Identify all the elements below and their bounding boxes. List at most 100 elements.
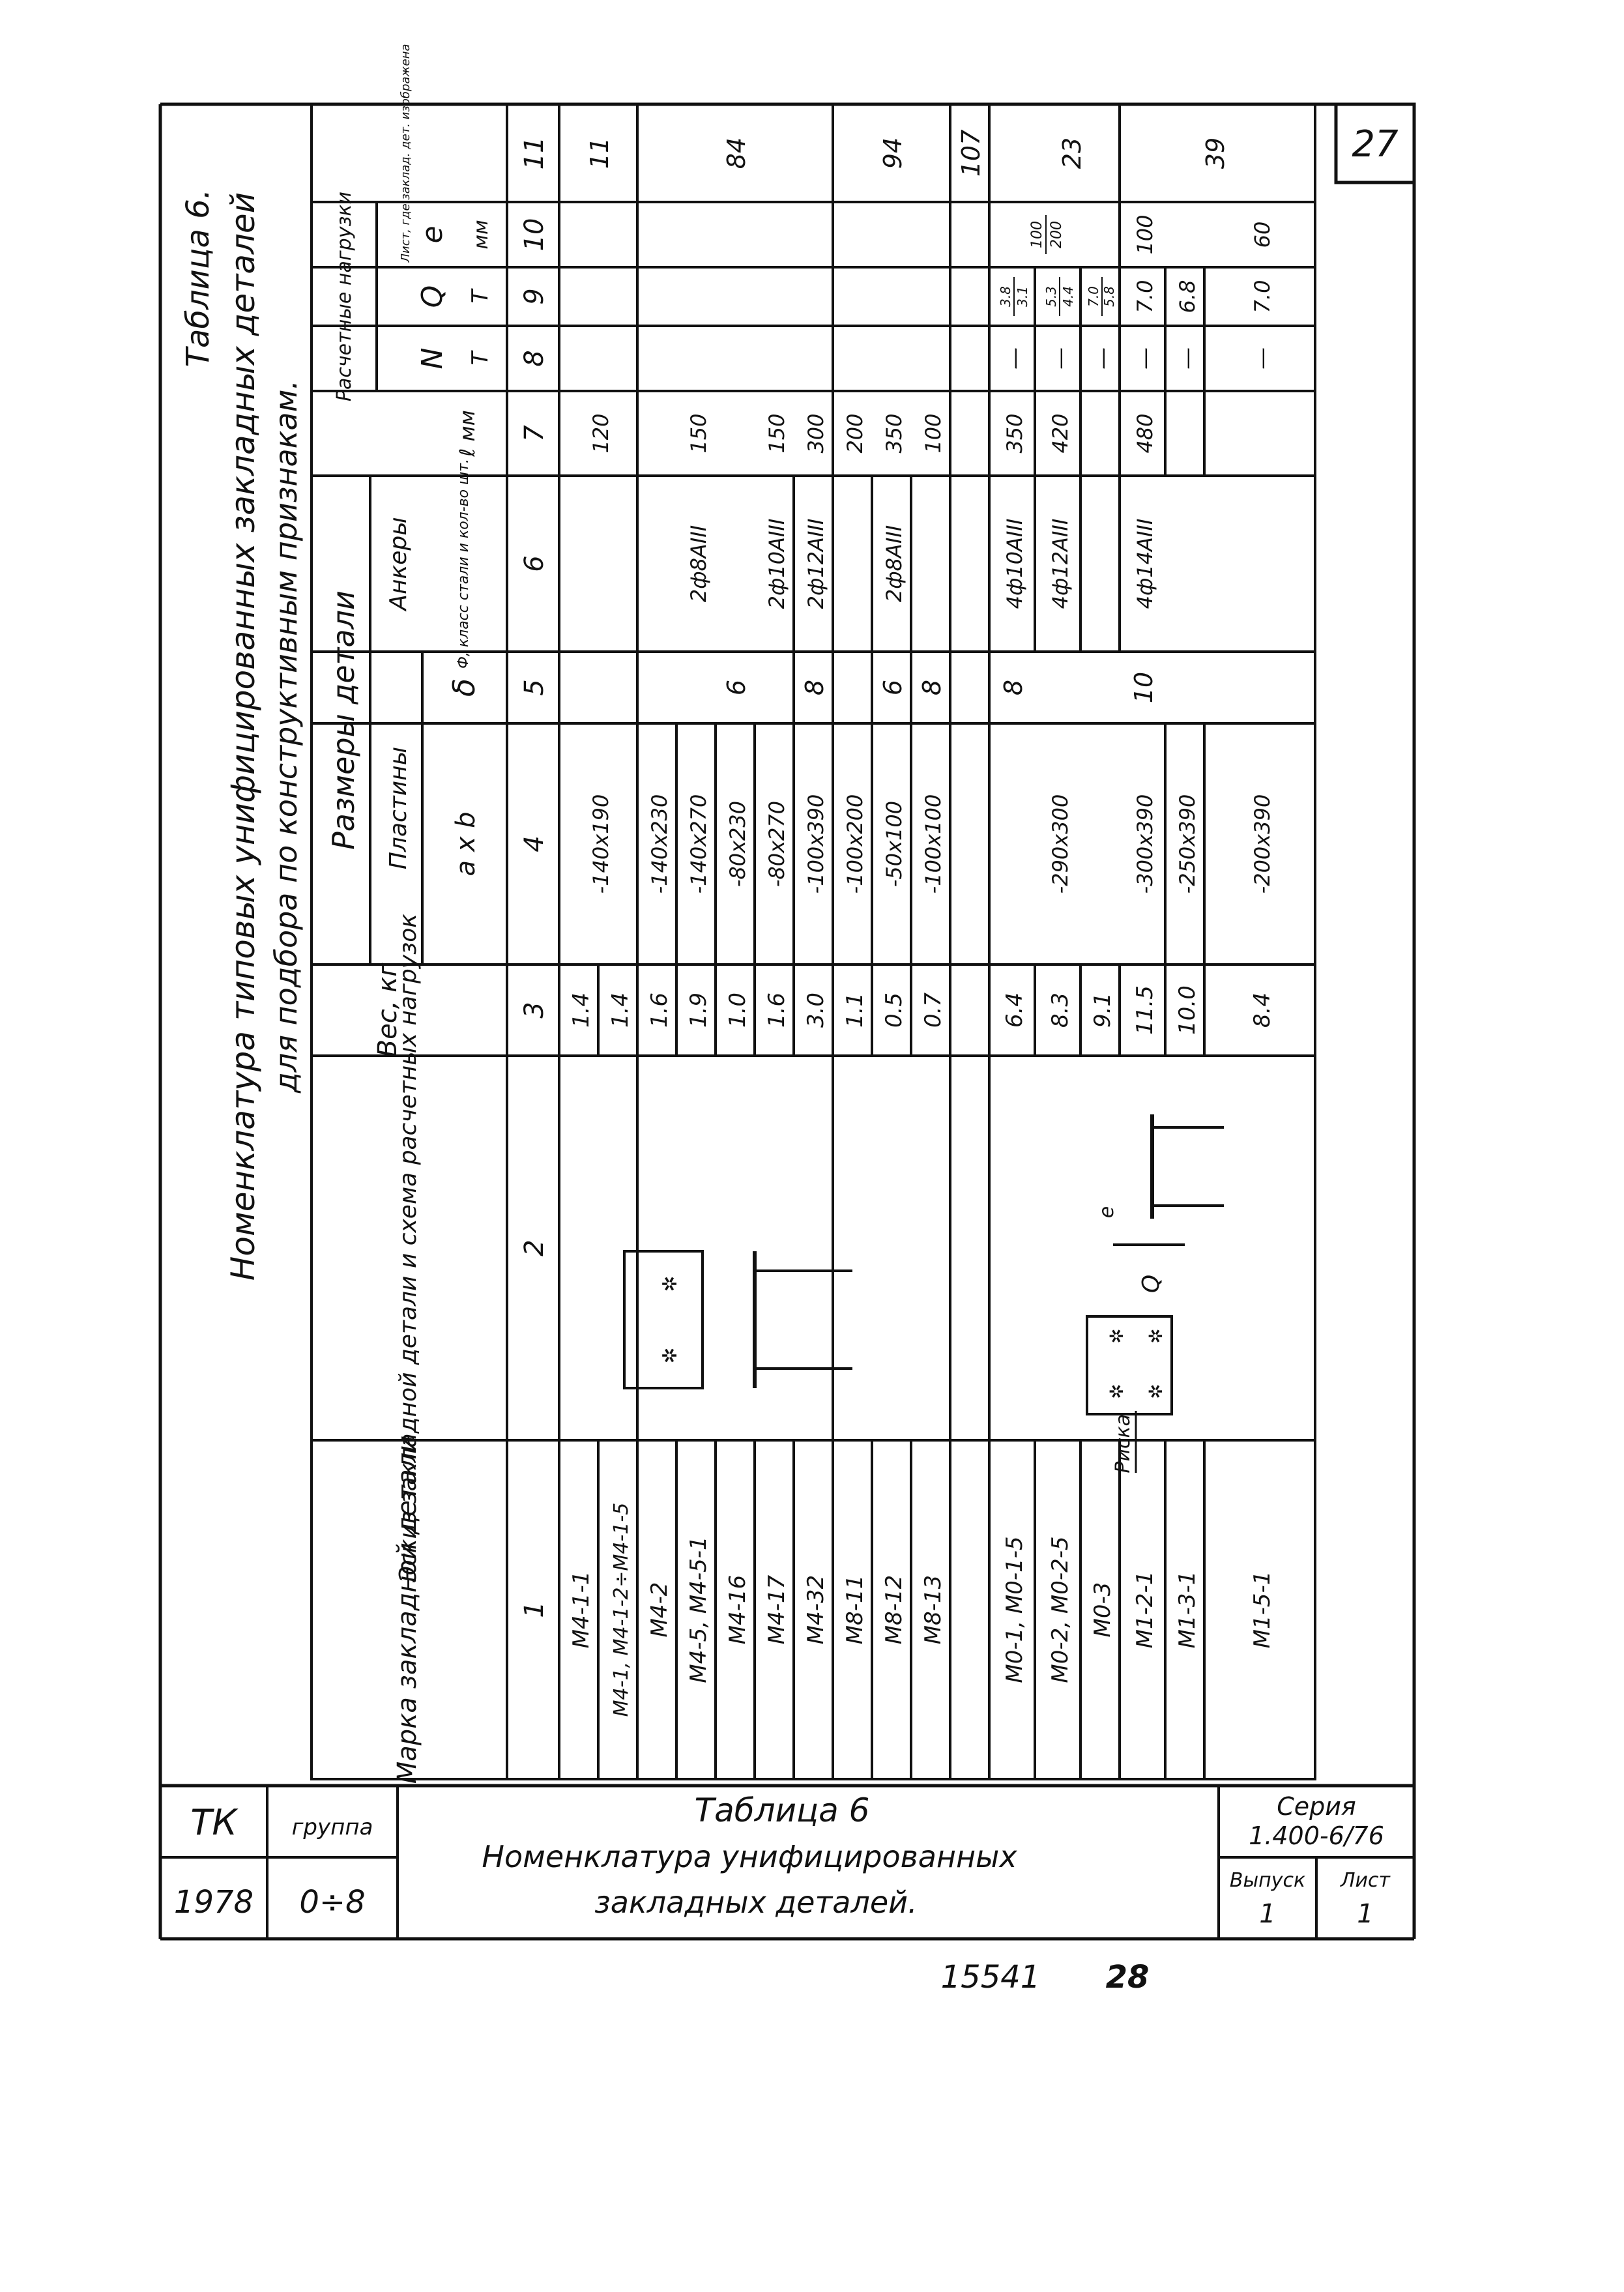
footer-number: 28 [1106,1959,1150,1995]
stud-icon: ✲ [659,1275,682,1292]
plate-4-stud-view [1086,1315,1173,1415]
page-number-box: 27 [1334,102,1416,184]
load-Q-cell: 7.0 [1133,280,1157,313]
load-e-cell: 100 [1029,221,1045,248]
header-loads: Расчетные нагрузки [333,192,356,401]
mark-cell: М0-3 [1090,1582,1116,1638]
col-number: 9 [519,288,549,304]
stud-icon: ✲ [1106,1384,1127,1399]
plate-size-cell: -250x390 [1175,794,1200,894]
anchor-length-cell: 350 [1002,413,1027,453]
weights-column: 1.4 1.4 1.6 1.9 1.0 1.6 3.0 1.1 0.5 0.7 … [568,985,1275,1035]
anchor-length-cell: 120 [588,413,613,453]
stamp-title-line1: Таблица 6 [695,1792,870,1829]
header-plates: Пластины [385,747,412,869]
load-e-cell: 200 [1049,221,1065,248]
weight-cell: 1.1 [842,993,868,1028]
anchor-spec-cell: 2ф12АIII [804,519,828,609]
anchor-spec-cell: 4ф14АIII [1133,519,1157,609]
mark-cell: М4-1-1 [568,1571,594,1649]
anchor-length-cell: 300 [804,413,828,453]
mark-cell: М0-1, М0-1-5 [1002,1536,1028,1683]
load-N-cell: — [1174,347,1200,370]
plate-size-cell: -80x230 [725,801,750,887]
plate-size-cell: -100x200 [843,794,867,894]
table-caption: Таблица 6. [180,189,216,367]
nomenclature-table: Марка закладной детали Эскиз закладной д… [310,44,1316,1784]
col-number: 10 [519,218,549,252]
table-title-line2: для подбора по конструктивным признакам. [268,380,304,1094]
mark-cell: М4-32 [803,1575,829,1645]
header-unit-N: Т [467,350,493,365]
plate-size-cell: -80x270 [764,801,789,887]
col-number: 8 [519,350,549,366]
load-N-cell: — [1132,347,1158,370]
plate-top-view [623,1250,704,1389]
weight-cell: 1.9 [686,993,712,1028]
weight-cell: 1.0 [725,993,751,1028]
load-Q-cell: 6.8 [1175,280,1200,313]
mark-cell: М1-2-1 [1132,1571,1158,1649]
footer-code: 15541 [941,1959,1041,1995]
load-q-label: Q [1138,1275,1165,1293]
sheet-cell: 84 [722,138,751,169]
header-l-mm: ℓ мм [455,410,480,457]
weight-cell: 3.0 [803,993,829,1028]
plate-size-cell: -140x190 [588,794,613,894]
load-e-cell: 60 [1250,222,1275,248]
title-stamp: ТК 1978 группа 0÷8 Таблица 6 Номенклатур… [160,1784,1414,1939]
header-unit-e: мм [470,220,493,249]
weight-cell: 1.4 [568,993,594,1028]
mark-cell: М1-3-1 [1174,1571,1200,1649]
mark-cell: М4-1, М4-1-2÷М4-1-5 [610,1503,633,1717]
stamp-title-line3: закладных деталей. [594,1885,917,1920]
plate-size-cell: -140x270 [686,794,711,894]
loads-N-column: — — — — — — [1002,347,1275,370]
loads-Q-column: 3.8 3.1 5.3 4.4 7.0 5.8 7.0 6.8 7.0 [998,277,1275,316]
stud-icon: ✲ [1106,1328,1127,1343]
stamp-org: ТК [190,1802,239,1843]
weight-cell: 11.5 [1132,985,1158,1035]
weight-cell: 9.1 [1090,993,1116,1028]
mark-cell: М4-16 [725,1575,751,1645]
anchor-spec-cell: 2ф8АIII [882,525,906,602]
header-unit-Q: Т [467,288,493,303]
anchors-column: 2ф8АIII 2ф10АIII 2ф12АIII 2ф8АIII 4ф10АI… [686,519,1157,609]
load-e-cell: 100 [1133,214,1157,254]
mark-cell: М0-2, М0-2-5 [1047,1536,1073,1683]
anchor-spec-cell: 4ф12АIII [1048,519,1073,609]
plate-size-cell: -290x300 [1048,794,1073,894]
column-numbers: 1 2 3 4 5 6 7 8 9 10 11 [519,137,549,1618]
load-Q-cell: 7.0 [1086,286,1101,307]
sketch-drawings: ✲ ✲ ✲ ✲ ✲ ✲ Риска Q e [623,1114,1224,1473]
anchor-length-cell: 150 [764,413,789,453]
load-N-cell: — [1090,347,1116,370]
load-Q-cell: 3.8 [998,286,1013,307]
anchor-length-cell: 200 [843,413,867,453]
table-grid [310,103,1316,1780]
loads-e-column: 100 200 100 60 [1029,214,1275,254]
weight-cell: 10.0 [1174,985,1200,1035]
stamp-sheet-label: Лист [1340,1869,1391,1892]
stud-icon: ✲ [659,1347,682,1363]
stamp-title-line2: Номенклатура унифицированных [482,1839,1017,1874]
load-N-cell: — [1002,347,1028,370]
header-dimensions: Размеры детали [326,590,361,850]
anchor-length-cell: 100 [921,413,946,453]
delta-column: 6 8 6 8 8 10 [722,672,1158,703]
col-number: 4 [519,835,549,852]
col-number: 11 [519,137,549,170]
mark-cell: М4-5, М4-5-1 [686,1536,712,1683]
weight-cell: 0.7 [920,993,946,1028]
sheets-column: 11 84 94 107 23 39 [585,130,1230,177]
plate-size-cell: -100x100 [921,794,946,894]
anchor-length-cell: 350 [882,413,906,453]
header-N: N [416,348,449,370]
col-number: 3 [519,1002,549,1018]
riska-label: Риска [1112,1414,1135,1473]
header-delta: δ [446,678,482,697]
col-number: 5 [519,679,549,695]
load-N-cell: — [1249,347,1275,370]
sheet-cell: 107 [957,130,985,177]
delta-cell: 8 [800,680,829,695]
